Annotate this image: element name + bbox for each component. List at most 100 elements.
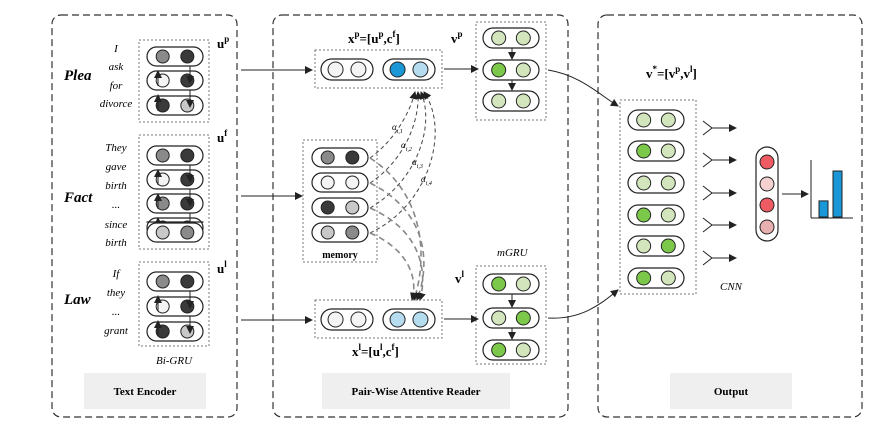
- vstar-cell: [627, 235, 685, 257]
- cell-unit: [155, 225, 170, 240]
- cell-frame: [146, 296, 204, 317]
- attention-link: [369, 157, 422, 301]
- cell-unit: [515, 93, 531, 109]
- pairwise-reader-panel: [272, 14, 569, 418]
- cell-unit: [636, 238, 652, 254]
- mgru-cell: [482, 307, 540, 329]
- alpha-label: αi,4: [421, 174, 432, 187]
- cell-unit: [345, 200, 360, 215]
- attention-link: [369, 182, 425, 301]
- softmax-unit: [759, 154, 775, 170]
- cell-unit: [180, 49, 195, 64]
- cell-unit: [320, 225, 335, 240]
- cell-unit: [155, 148, 170, 163]
- text-encoder-button: Text Encoder: [84, 373, 206, 409]
- vl-mgru-cells: [482, 273, 540, 361]
- plea-word: for: [110, 80, 124, 92]
- cell-frame: [146, 70, 204, 91]
- prediction-bar: [818, 200, 829, 218]
- cell-unit: [389, 311, 406, 328]
- fact-vector-label: uf: [217, 128, 228, 145]
- prediction-bar: [832, 170, 843, 218]
- attention-link: [369, 91, 418, 159]
- fact-word: They: [105, 142, 127, 154]
- fact-word: ...: [112, 199, 120, 211]
- prediction-bars: [810, 160, 853, 219]
- fact-word: birth: [105, 237, 127, 249]
- cell-unit: [180, 148, 195, 163]
- cell-unit: [660, 207, 676, 223]
- cell-unit: [180, 299, 195, 314]
- cell-unit: [320, 175, 335, 190]
- cell-unit: [180, 274, 195, 289]
- text-encoder-panel: [51, 14, 238, 418]
- xp-cell-c: [382, 58, 436, 81]
- mgru-cell: [482, 59, 540, 81]
- cell-unit: [155, 324, 170, 339]
- bigru-cell: [146, 169, 204, 190]
- law-word: If: [112, 268, 122, 280]
- attention-link: [369, 91, 423, 184]
- cnn-filters: [702, 120, 737, 266]
- cell-unit: [491, 276, 507, 292]
- cell-unit: [660, 270, 676, 286]
- attention-link: [369, 232, 418, 301]
- pairwise-reader-button: Pair-Wise Attentive Reader: [322, 373, 510, 409]
- cell-unit: [636, 143, 652, 159]
- vstar-cell: [627, 267, 685, 289]
- pairwise-reader-label: Pair-Wise Attentive Reader: [352, 386, 481, 398]
- cell-unit: [412, 61, 429, 78]
- cell-unit: [636, 112, 652, 128]
- vstar-cell: [627, 172, 685, 194]
- law-bigru-cells: [146, 271, 204, 342]
- cell-frame: [146, 95, 204, 116]
- cell-unit: [389, 61, 406, 78]
- cell-unit: [515, 276, 531, 292]
- cell-unit: [155, 49, 170, 64]
- cell-unit: [345, 150, 360, 165]
- vl-to-output-arrow: [547, 289, 619, 319]
- cell-unit: [180, 225, 195, 240]
- law-words: If they ... grant: [104, 268, 129, 337]
- cnn-filter: [702, 120, 713, 136]
- cell-unit: [327, 311, 344, 328]
- bigru-cell: [146, 321, 204, 342]
- memory-cells: [311, 147, 369, 243]
- vp-to-output-arrow: [547, 69, 619, 107]
- cell-frame: [146, 321, 204, 342]
- cnn-filter: [702, 217, 713, 233]
- cell-frame: [146, 46, 204, 67]
- text-encoder-label: Text Encoder: [114, 386, 177, 398]
- plea-word: ask: [109, 61, 125, 73]
- xp-cells: [320, 58, 436, 81]
- cell-unit: [320, 200, 335, 215]
- cell-unit: [180, 196, 195, 211]
- output-label: Output: [714, 386, 749, 398]
- cell-unit: [180, 324, 195, 339]
- cell-unit: [491, 62, 507, 78]
- law-word: they: [107, 287, 125, 299]
- cell-unit: [155, 98, 170, 113]
- vl-label: vl: [455, 269, 465, 286]
- cell-unit: [660, 143, 676, 159]
- mgru-cell: [482, 339, 540, 361]
- attention-link: [369, 91, 436, 234]
- cell-unit: [180, 73, 195, 88]
- law-word: grant: [104, 325, 129, 337]
- cell-unit: [180, 172, 195, 187]
- cell-unit: [515, 310, 531, 326]
- softmax-unit: [759, 219, 775, 235]
- cell-unit: [320, 150, 335, 165]
- bigru-caption: Bi-GRU: [156, 355, 193, 367]
- cell-unit: [515, 30, 531, 46]
- memory-cell: [311, 172, 369, 193]
- vstar-cell: [627, 140, 685, 162]
- cell-unit: [491, 30, 507, 46]
- bigru-cell: [146, 70, 204, 91]
- cell-unit: [491, 93, 507, 109]
- vp-mgru-cells: [482, 27, 540, 112]
- cell-unit: [350, 311, 367, 328]
- plea-label: Plea: [64, 68, 92, 84]
- alpha-label: αi,2: [401, 140, 412, 153]
